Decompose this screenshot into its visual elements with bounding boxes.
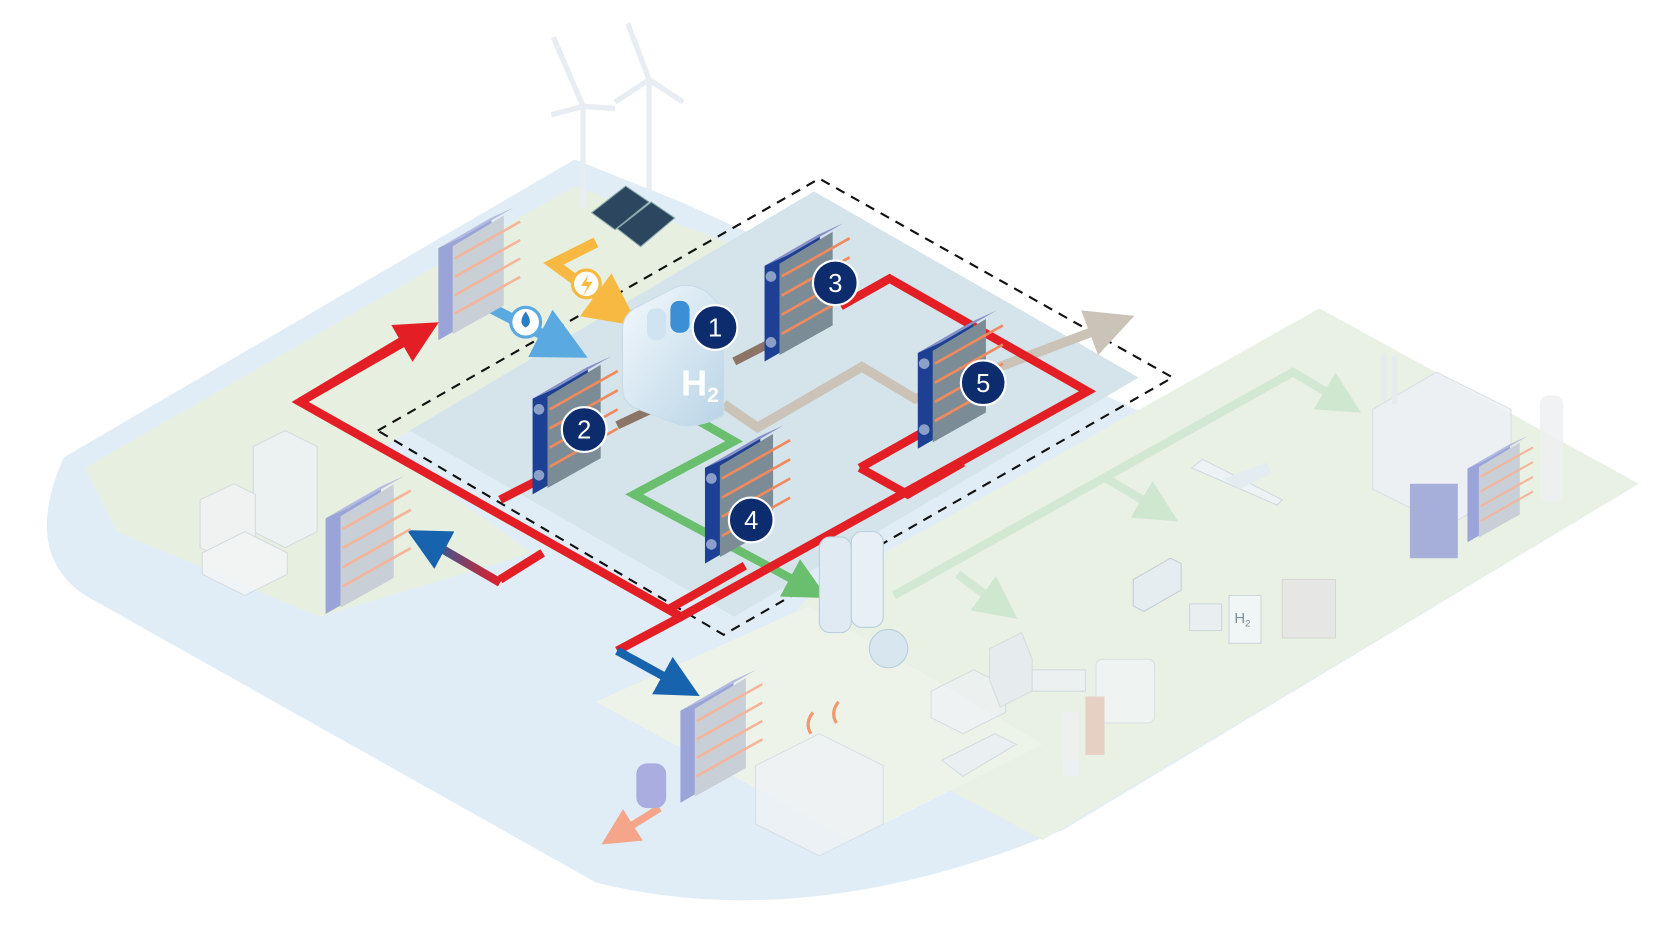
svg-text:4: 4 <box>744 507 758 535</box>
district-heating-outlet <box>406 530 503 587</box>
pump-icon <box>636 763 667 809</box>
train-icon <box>1132 557 1182 612</box>
electrolyzer-label: H2 <box>681 363 719 407</box>
storage-silos <box>818 531 909 669</box>
svg-text:2: 2 <box>577 417 591 445</box>
svg-text:3: 3 <box>828 270 842 298</box>
water-icon <box>509 305 543 339</box>
badge-4: 4 <box>727 496 775 544</box>
badge-5: 5 <box>959 359 1007 407</box>
cooling-tower <box>754 700 884 857</box>
heat-supply-arrow <box>297 322 439 406</box>
fuel-station: H2 <box>1189 578 1336 644</box>
svg-text:5: 5 <box>976 370 990 398</box>
power-icon <box>570 268 602 300</box>
solar-panel-icon <box>590 185 676 248</box>
svg-text:1: 1 <box>708 315 722 343</box>
wind-turbine-icon <box>550 22 685 208</box>
fuel-station-label: H2 <box>1234 611 1250 629</box>
battery-storage <box>1061 658 1156 777</box>
cooling-outlet <box>615 646 700 697</box>
land-south <box>595 606 1043 840</box>
airplane-icon <box>1190 458 1284 506</box>
badge-3: 3 <box>811 259 859 307</box>
plant-platform <box>409 191 1139 617</box>
badge-2: 2 <box>560 406 608 453</box>
distribution-flows <box>891 367 1362 619</box>
town-and-harbor <box>930 631 1086 777</box>
waste-heat-arrow <box>601 804 662 845</box>
badge-1: 1 <box>691 304 739 351</box>
residential-buildings <box>199 430 318 597</box>
